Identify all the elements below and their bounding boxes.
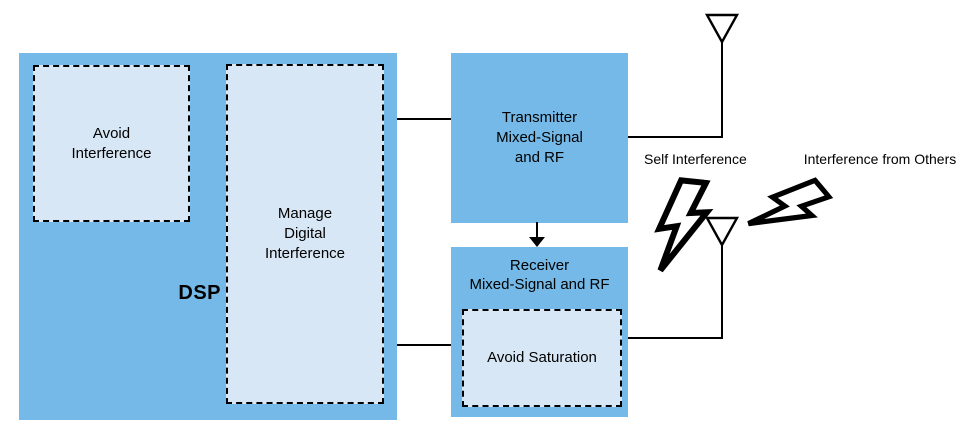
avoid-saturation-label: Avoid Saturation	[487, 349, 597, 366]
manage-digital-interference-label: Manage Digital Interference	[264, 205, 346, 262]
receive-antenna-mast	[721, 242, 723, 339]
transmitter-to-receiver-arrow	[536, 222, 538, 239]
dsp-block: Avoid Interference Manage Digital Interf…	[19, 53, 397, 420]
receive-antenna-icon	[704, 216, 740, 247]
avoid-interference-block: Avoid Interference	[33, 65, 190, 222]
connector-line-transmitter-to-antenna	[628, 136, 723, 138]
dsp-label: DSP	[178, 282, 221, 304]
interference-from-others-label: Interference from Others	[803, 151, 957, 167]
receiver-label: Receiver Mixed-Signal and RF	[469, 257, 610, 293]
connector-line-receiver-to-antenna	[628, 337, 723, 339]
self-interference-lightning-bolt-icon	[644, 173, 721, 290]
transmitter-label: Transmitter Mixed-Signal and RF	[496, 109, 583, 166]
arrowhead-down-icon	[529, 237, 545, 247]
interference-from-others-lightning-bolt-icon	[732, 163, 839, 263]
transmitter-block: Transmitter Mixed-Signal and RF	[451, 53, 628, 223]
transmit-antenna-icon	[704, 13, 740, 44]
transmit-antenna-mast	[721, 41, 723, 138]
receiver-block: Receiver Mixed-Signal and RF Avoid Satur…	[451, 247, 628, 417]
avoid-interference-label: Avoid Interference	[71, 124, 152, 162]
connector-line-dsp-to-receiver	[397, 344, 451, 346]
manage-digital-interference-block: Manage Digital Interference	[226, 64, 384, 404]
avoid-saturation-block: Avoid Saturation	[462, 309, 622, 407]
self-interference-label: Self Interference	[644, 151, 747, 167]
connector-line-dsp-to-transmitter	[397, 118, 451, 120]
